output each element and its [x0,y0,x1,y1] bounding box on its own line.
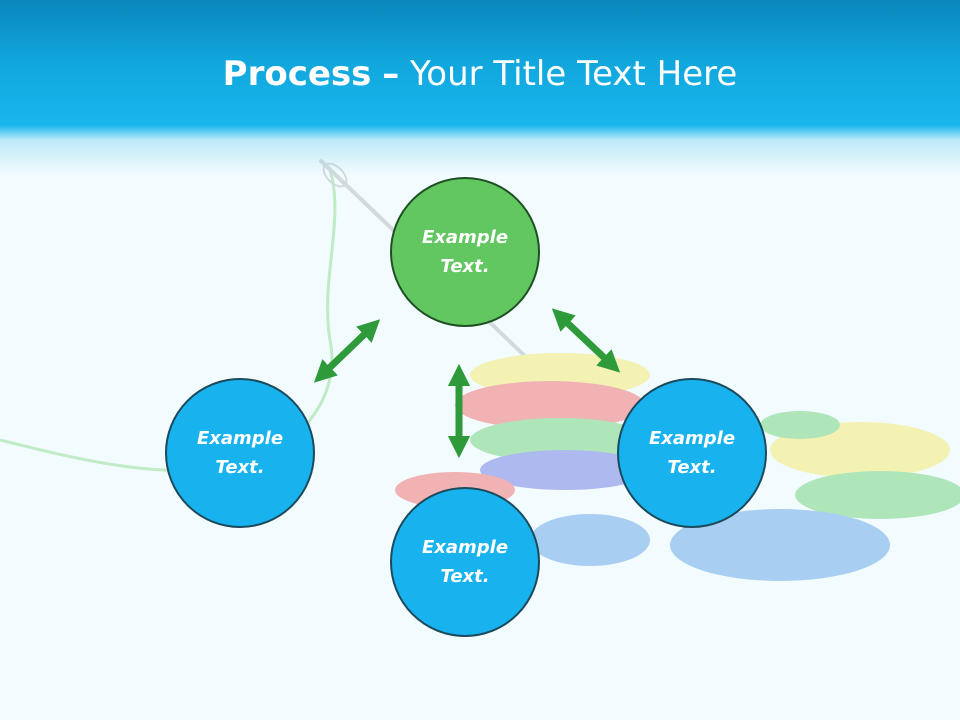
node-bottom-text: Example Text. [421,537,509,587]
header-banner [0,0,960,175]
arrow-top-right [551,308,621,373]
title-rest: Your Title Text Here [410,54,738,94]
node-left-text: Example Text. [196,428,284,478]
node-right-text: Example Text. [648,428,736,478]
process-node-right: Example Text. [617,378,767,528]
node-top-text: Example Text. [421,227,509,277]
process-node-bottom: Example Text. [390,487,540,637]
slide-title: Process – Your Title Text Here [0,52,960,96]
title-dash: – [382,54,400,94]
buttons-background-image [0,158,960,581]
title-bold: Process [222,54,372,94]
process-node-top: Example Text. [390,177,540,327]
process-node-left: Example Text. [165,378,315,528]
arrow-top-left [313,319,381,383]
